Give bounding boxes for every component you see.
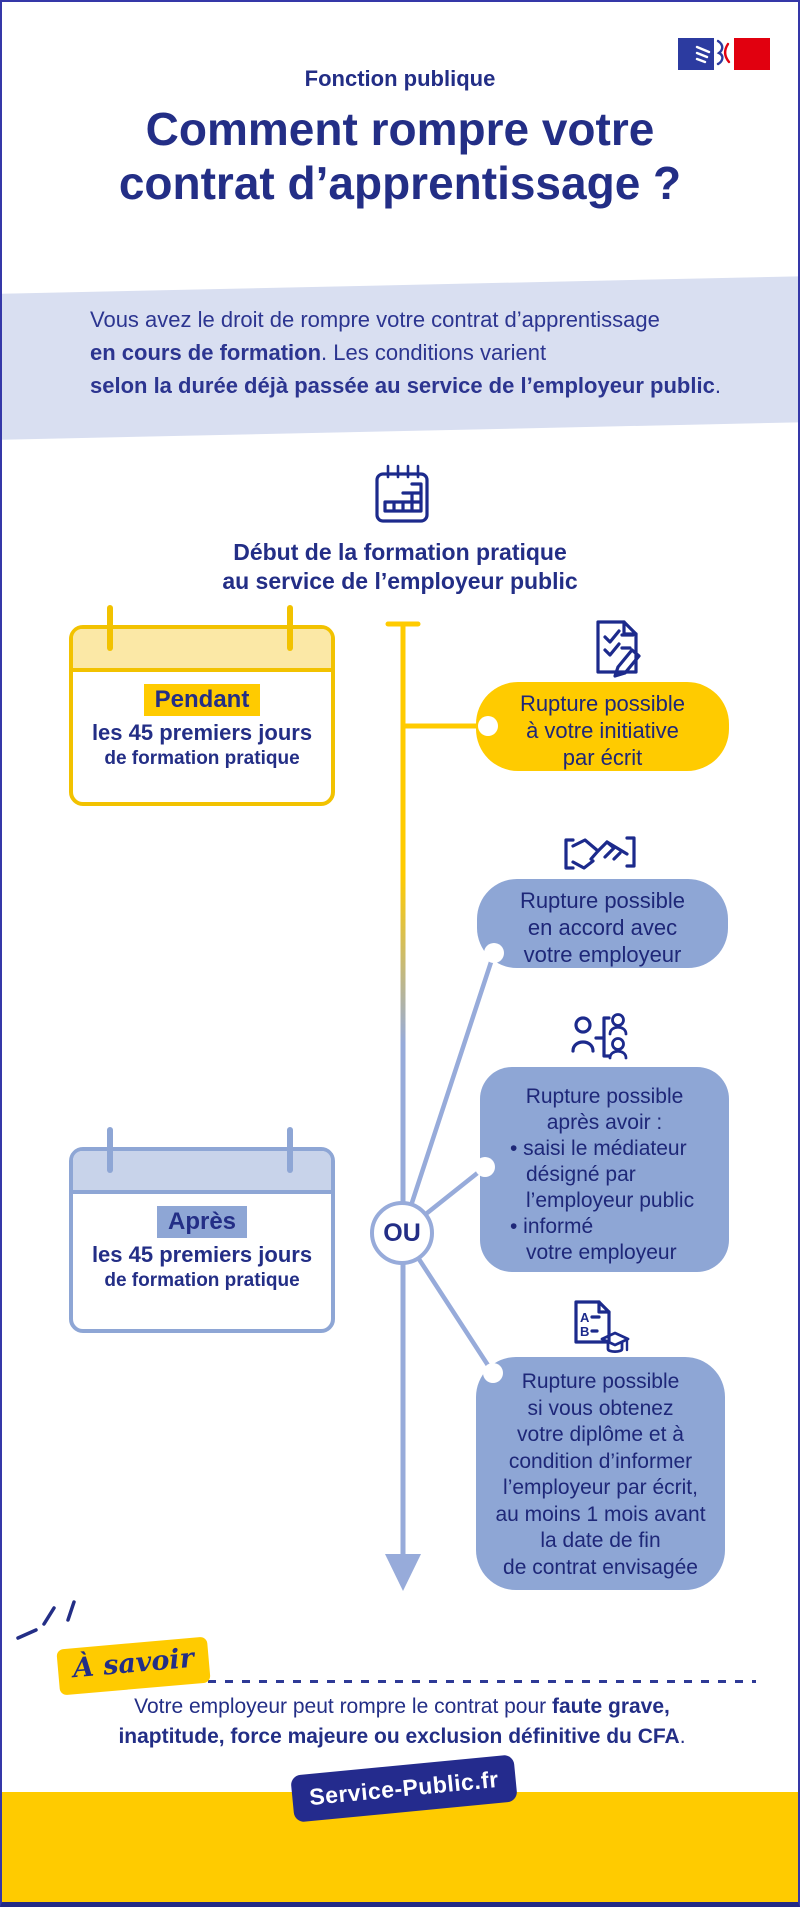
spark-icon (16, 1600, 76, 1640)
dashed-divider (208, 1680, 756, 1683)
bubble-line: l’employeur public (526, 1189, 695, 1212)
document-checklist-pencil-icon (596, 620, 641, 678)
bubble-line: votre employeur (523, 942, 682, 967)
card-pendant: Pendant les 45 premiers jours de formati… (69, 625, 335, 806)
intro-line1: Vous avez le droit de rompre votre contr… (90, 303, 770, 336)
bubble-line: Rupture possible (519, 888, 686, 913)
note-bold2: inaptitude, force majeure ou exclusion d… (118, 1725, 680, 1748)
bubble-line: après avoir : (546, 1111, 663, 1134)
intro-line3-bold: selon la durée déjà passée au service de… (90, 373, 715, 398)
calendar-pin (287, 605, 293, 651)
mediator-people-icon (571, 1013, 628, 1060)
svg-text:A: A (580, 1310, 590, 1325)
handshake-icon (564, 836, 636, 870)
bubble-line: Rupture possible (519, 691, 686, 716)
card-apres-line1: les 45 premiers jours (91, 1242, 313, 1267)
calendar-pin (107, 1127, 113, 1173)
card-pendant-line1: les 45 premiers jours (91, 720, 313, 745)
calendar-pin (287, 1127, 293, 1173)
intro-paragraph: Vous avez le droit de rompre votre contr… (90, 303, 770, 402)
bubble-bullet: • informé (510, 1215, 594, 1238)
intro-line2-bold: en cours de formation (90, 340, 322, 365)
bubble-line: désigné par (526, 1163, 636, 1186)
card-pendant-tag: Pendant (143, 684, 261, 716)
intro-line2: en cours de formation. Les conditions va… (90, 336, 770, 369)
bubble-line: Rupture possible (525, 1085, 684, 1108)
bubble-line: en accord avec (527, 915, 678, 940)
bubble-line: au moins 1 mois avant (495, 1502, 706, 1526)
note-tail: . (679, 1725, 686, 1748)
bubble-line: condition d’informer (508, 1449, 693, 1473)
or-node: OU (370, 1201, 434, 1265)
card-pendant-line2: de formation pratique (104, 748, 300, 769)
bubble-line: la date de fin (540, 1529, 661, 1552)
bubble-line: à votre initiative (526, 718, 679, 743)
timeline-start-label: Début de la formation pratique au servic… (2, 538, 798, 596)
connector-dot (483, 1363, 503, 1383)
note-bold1: faute grave, (552, 1695, 670, 1718)
connector-dot (484, 943, 504, 963)
intro-line2-rest: . Les conditions varient (321, 340, 547, 365)
start-label-line1: Début de la formation pratique (233, 539, 567, 565)
intro-line3-rest: . (714, 373, 721, 398)
bubble-line: de contrat envisagée (503, 1555, 698, 1579)
svg-text:B: B (580, 1324, 589, 1339)
bubble-bullet: • saisi le médiateur (510, 1137, 687, 1160)
france-flag-logo (678, 38, 770, 70)
page-title-line1: Comment rompre votre (145, 103, 655, 155)
diploma-graduation-icon: A B (574, 1300, 630, 1354)
bubble-initiative: Rupture possible à votre initiative par … (476, 682, 729, 771)
bubble-line: si vous obtenez (527, 1396, 674, 1420)
or-label: OU (383, 1218, 421, 1247)
page-title: Comment rompre votre contrat d’apprentis… (2, 102, 798, 210)
bubble-line: Rupture possible (521, 1370, 680, 1393)
calendar-pin (107, 605, 113, 651)
connector-dot (475, 1157, 495, 1177)
card-apres-tag: Après (156, 1206, 248, 1238)
bubble-diplome: Rupture possible si vous obtenez votre d… (476, 1357, 725, 1590)
footer-note-line2: inaptitude, force majeure ou exclusion d… (62, 1722, 742, 1752)
page-title-line2: contrat d’apprentissage ? (118, 157, 682, 209)
intro-line1-text: Vous avez le droit de rompre votre contr… (90, 307, 660, 332)
card-apres: Après les 45 premiers jours de formation… (69, 1147, 335, 1333)
bubble-line: votre diplôme et à (517, 1423, 684, 1446)
intro-line3: selon la durée déjà passée au service de… (90, 369, 770, 402)
footer-note-line1: Votre employeur peut rompre le contrat p… (62, 1692, 742, 1722)
kicker-label: Fonction publique (304, 66, 496, 91)
bubble-mediateur: Rupture possible après avoir : • saisi l… (475, 1067, 729, 1272)
bubble-line: votre employeur (526, 1241, 677, 1264)
bubble-line: l’employeur par écrit, (503, 1476, 698, 1499)
bubble-accord: Rupture possible en accord avec votre em… (477, 879, 728, 968)
footer-note: Votre employeur peut rompre le contrat p… (62, 1692, 742, 1752)
calendar-icon (375, 464, 429, 523)
bubble-line: par écrit (562, 745, 643, 770)
note-lead: Votre employeur peut rompre le contrat p… (134, 1695, 552, 1718)
connector-dot (478, 716, 498, 736)
card-apres-line2: de formation pratique (104, 1270, 300, 1291)
start-label-line2: au service de l’employeur public (222, 568, 578, 594)
